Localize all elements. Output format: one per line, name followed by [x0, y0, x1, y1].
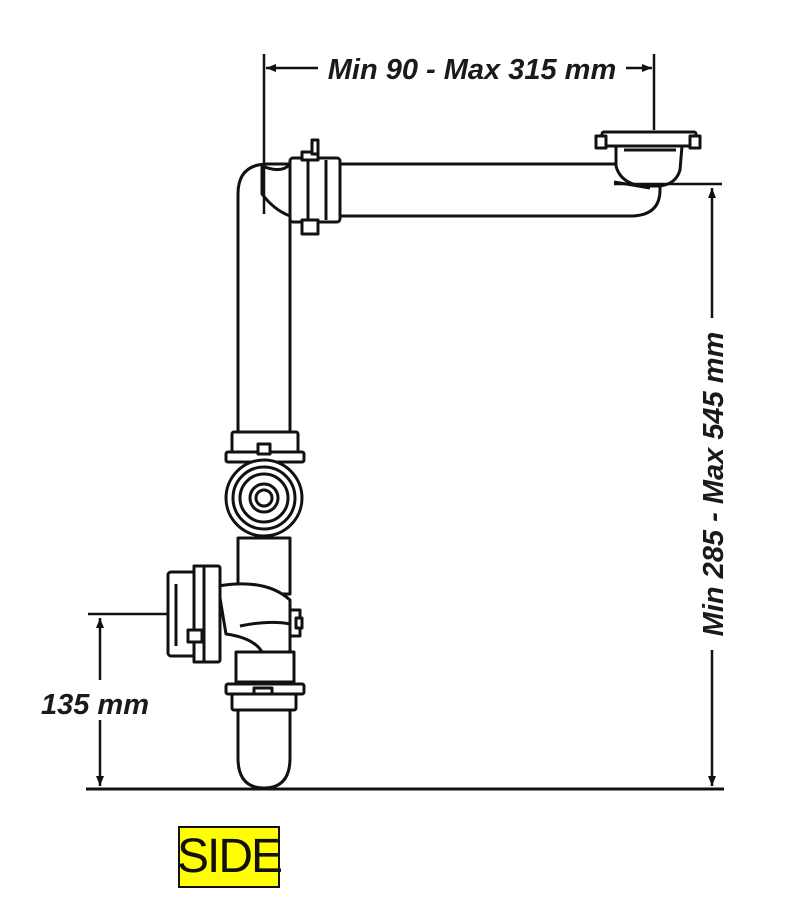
top-slip-nut: [288, 156, 342, 224]
lower-collar-top: [234, 650, 296, 684]
trap-bowl: [236, 708, 292, 790]
dimension-horizontal: [262, 54, 656, 214]
top-nut-lug-bottom: [300, 218, 320, 236]
basin-outlet-body: [614, 144, 684, 188]
wall-nut-lug: [186, 628, 204, 644]
horizontal-pipe: [298, 162, 662, 218]
flange-tab-right: [688, 134, 702, 150]
wall-connector-elbow: [216, 582, 292, 654]
elbow-side-pin: [294, 616, 304, 630]
horizontal-dimension-label: Min 90 - Max 315 mm: [328, 54, 617, 86]
height-dimension-label: 135 mm: [41, 689, 149, 721]
wall-connector-curve: [239, 620, 291, 628]
basin-outlet-flange: [600, 130, 698, 148]
wall-nut-ridge: [192, 564, 206, 664]
lower-collar-bottom: [230, 692, 298, 712]
dimension-height: [88, 612, 168, 786]
dimension-vertical: [614, 182, 722, 786]
top-nut-pin: [310, 138, 320, 156]
siphon-assembly: [166, 130, 702, 790]
flange-tab-left: [594, 134, 608, 150]
appliance-inlet-bore: [254, 488, 274, 508]
view-label-badge: SIDE: [177, 826, 283, 888]
top-nut-lug-top: [300, 150, 320, 162]
vertical-dimension-label: Min 285 - Max 545 mm: [698, 332, 730, 637]
swivel-nut-pin: [256, 442, 272, 456]
